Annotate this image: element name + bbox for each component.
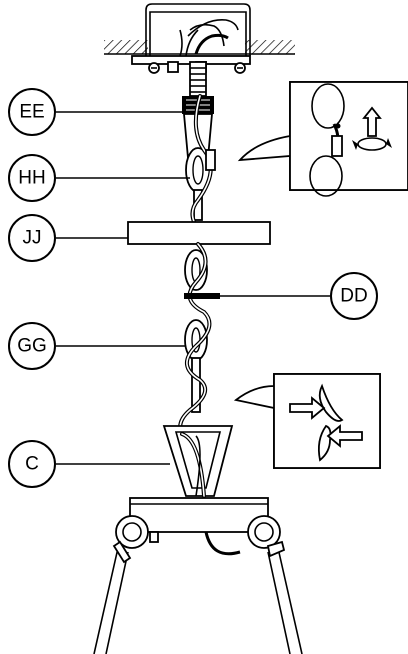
callout-gg-label: GG <box>17 336 47 357</box>
junction-box <box>145 3 251 57</box>
fixture-cage <box>162 425 234 498</box>
canopy <box>127 221 271 245</box>
right-arm <box>247 515 303 654</box>
left-arm <box>93 515 149 654</box>
callout-dd-label: DD <box>340 286 367 307</box>
callout-c-label: C <box>25 454 39 475</box>
ceiling <box>104 40 295 55</box>
callout-jj: JJ <box>8 214 56 262</box>
callout-jj-label: JJ <box>23 228 42 249</box>
chain-clip <box>205 149 216 171</box>
callout-dd: DD <box>330 272 378 320</box>
fixture-body <box>129 497 269 556</box>
cable-tie <box>184 293 220 299</box>
middle-cord <box>178 242 212 436</box>
leader-lines <box>56 111 330 465</box>
callout-ee-label: EE <box>19 102 44 123</box>
callout-ee: EE <box>8 88 56 136</box>
rotate-arrow-icon <box>352 106 392 151</box>
detail-inset-rotate <box>237 81 408 197</box>
upper-chain <box>185 147 211 221</box>
upper-cord <box>190 94 213 234</box>
callout-gg: GG <box>8 322 56 370</box>
callout-c: C <box>8 440 56 488</box>
detail-inset-push <box>233 373 381 469</box>
callout-hh: HH <box>8 154 56 202</box>
push-arrow-icon <box>289 396 363 448</box>
threaded-nipple <box>189 61 207 97</box>
callout-hh-label: HH <box>18 168 45 189</box>
